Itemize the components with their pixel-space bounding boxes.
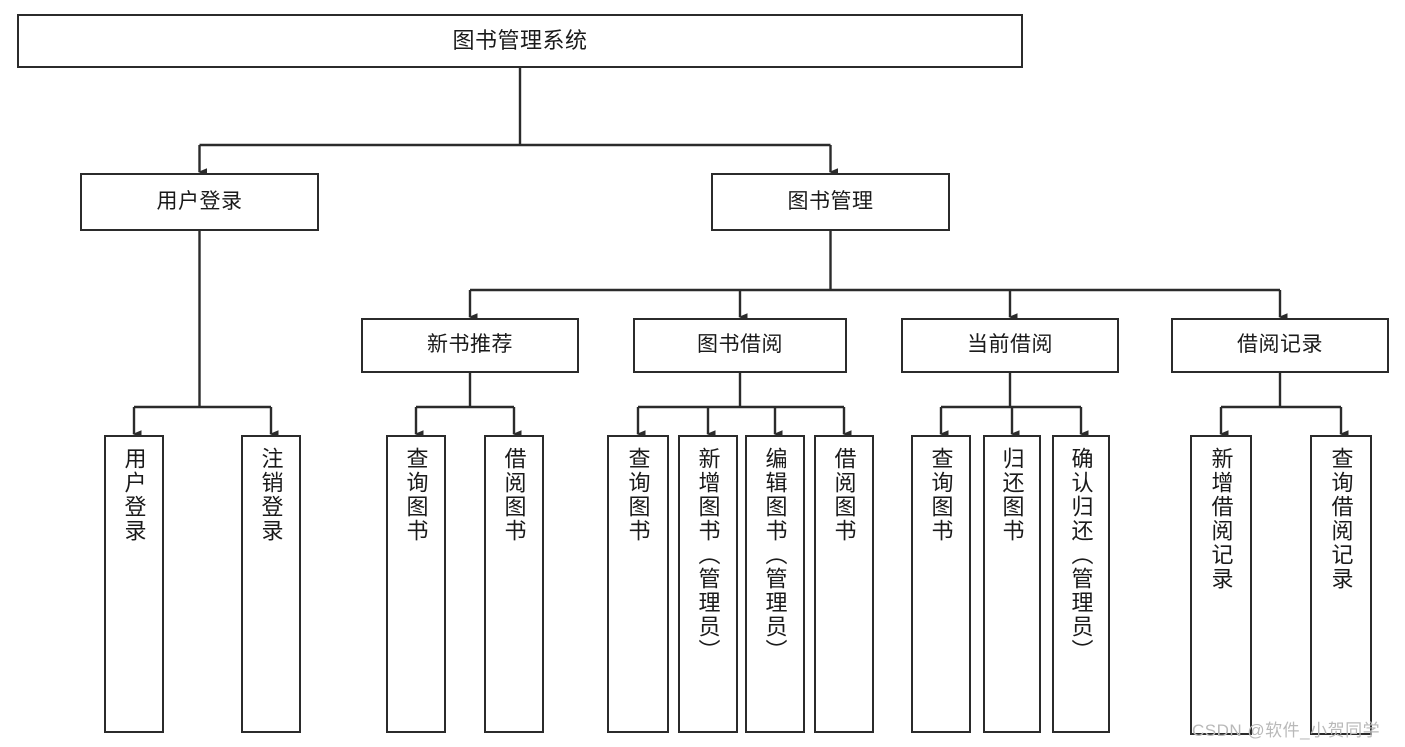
node-borrow-record-label: 借阅记录 <box>1237 333 1323 357</box>
leaf-add-book[interactable]: 新增图书（管理员） <box>678 435 738 733</box>
leaf-confirm-return[interactable]: 确认归还（管理员） <box>1052 435 1110 733</box>
leaf-confirm-return-label: 确认归还（管理员） <box>1068 447 1094 663</box>
leaf-logout-label: 注销登录 <box>258 447 284 543</box>
node-user-login-label: 用户登录 <box>156 189 243 213</box>
leaf-query-borrow-record-label: 查询借阅记录 <box>1328 447 1354 591</box>
leaf-user-login-label: 用户登录 <box>121 447 147 543</box>
node-book-borrow-label: 图书借阅 <box>697 333 783 357</box>
leaf-query-book-2[interactable]: 查询图书 <box>607 435 669 733</box>
leaf-query-book-1[interactable]: 查询图书 <box>386 435 446 733</box>
leaf-return-book[interactable]: 归还图书 <box>983 435 1041 733</box>
leaf-query-borrow-record[interactable]: 查询借阅记录 <box>1310 435 1372 735</box>
leaf-borrow-book-1[interactable]: 借阅图书 <box>484 435 544 733</box>
node-book-management-label: 图书管理 <box>787 189 874 213</box>
leaf-logout[interactable]: 注销登录 <box>241 435 301 733</box>
leaf-query-book-2-label: 查询图书 <box>625 447 651 543</box>
leaf-add-book-label: 新增图书（管理员） <box>695 447 721 663</box>
node-new-book-recommend[interactable]: 新书推荐 <box>361 318 579 373</box>
leaf-query-book-3[interactable]: 查询图书 <box>911 435 971 733</box>
leaf-add-borrow-record[interactable]: 新增借阅记录 <box>1190 435 1252 735</box>
leaf-edit-book[interactable]: 编辑图书（管理员） <box>745 435 805 733</box>
leaf-query-book-3-label: 查询图书 <box>928 447 954 543</box>
node-current-borrow-label: 当前借阅 <box>967 333 1053 357</box>
leaf-borrow-book-1-label: 借阅图书 <box>501 447 527 543</box>
leaf-add-borrow-record-label: 新增借阅记录 <box>1208 447 1234 591</box>
node-current-borrow[interactable]: 当前借阅 <box>901 318 1119 373</box>
leaf-edit-book-label: 编辑图书（管理员） <box>762 447 788 663</box>
node-user-login[interactable]: 用户登录 <box>80 173 319 231</box>
node-book-borrow[interactable]: 图书借阅 <box>633 318 847 373</box>
node-book-management[interactable]: 图书管理 <box>711 173 950 231</box>
node-root-label: 图书管理系统 <box>452 28 588 54</box>
node-new-book-recommend-label: 新书推荐 <box>427 333 513 357</box>
leaf-user-login[interactable]: 用户登录 <box>104 435 164 733</box>
leaf-return-book-label: 归还图书 <box>999 447 1025 543</box>
node-root[interactable]: 图书管理系统 <box>17 14 1023 68</box>
leaf-query-book-1-label: 查询图书 <box>403 447 429 543</box>
leaf-borrow-book-2-label: 借阅图书 <box>831 447 857 543</box>
csdn-watermark: CSDN @软件_小贺同学 <box>1192 721 1381 740</box>
leaf-borrow-book-2[interactable]: 借阅图书 <box>814 435 874 733</box>
node-borrow-record[interactable]: 借阅记录 <box>1171 318 1389 373</box>
